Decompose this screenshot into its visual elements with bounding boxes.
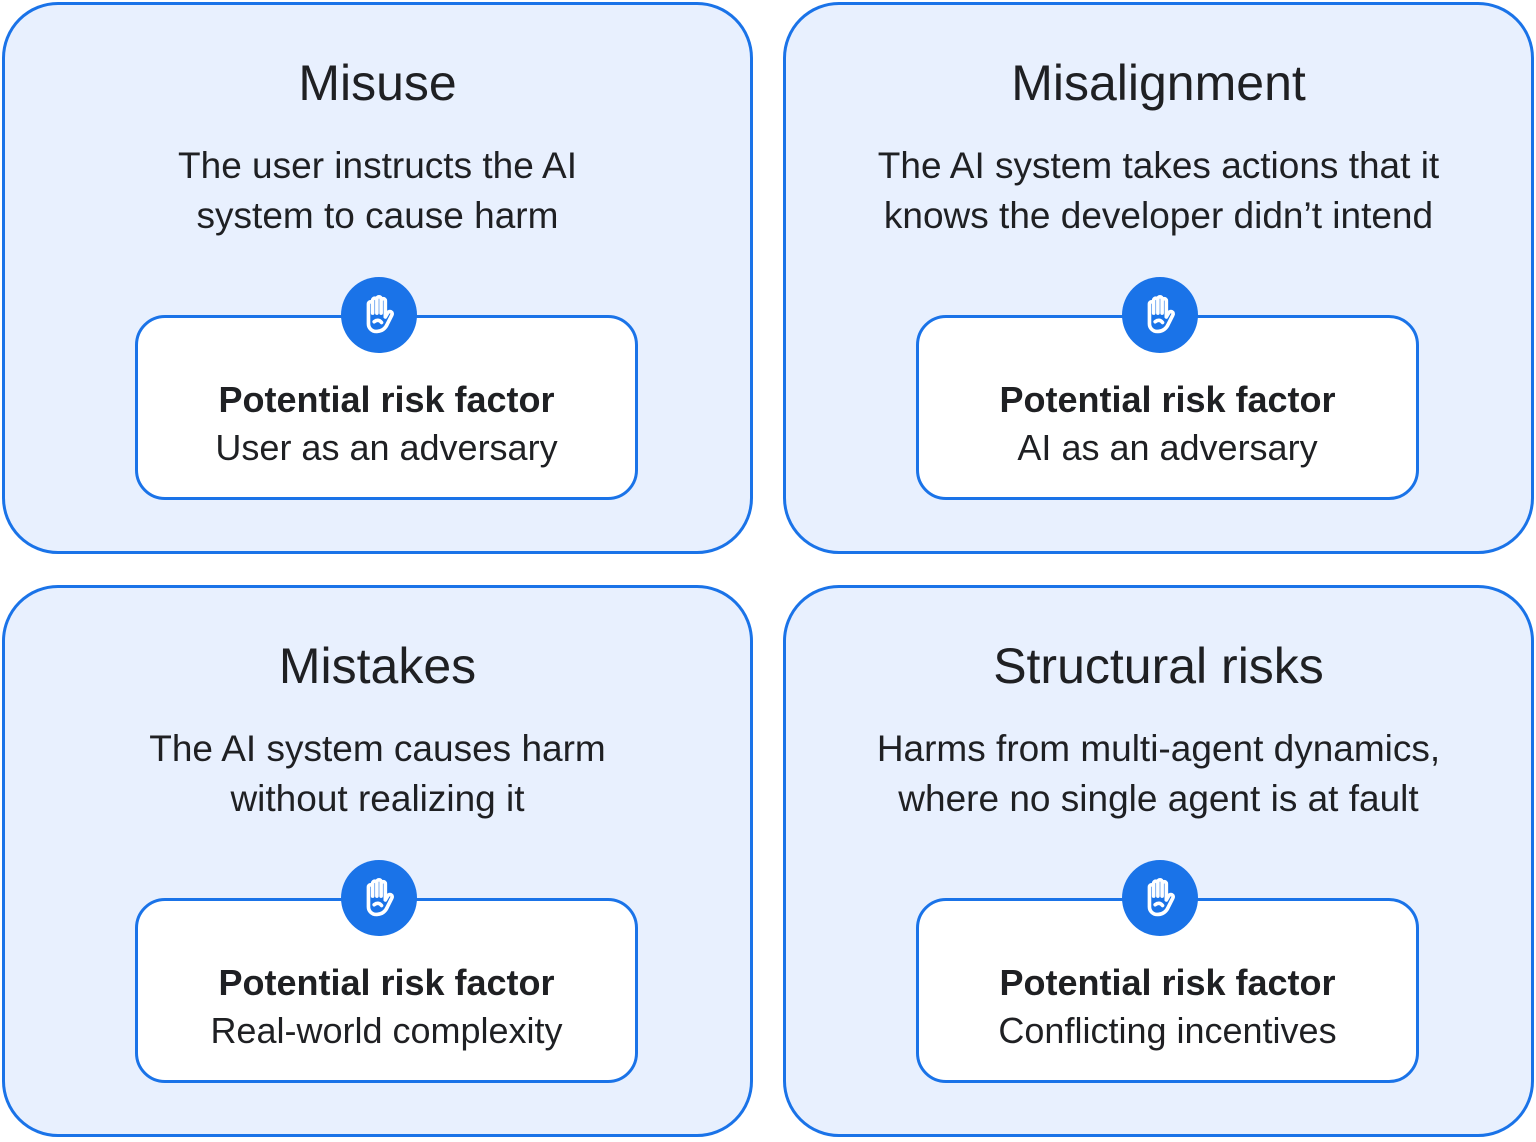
panel-description: The user instructs the AI system to caus…: [45, 141, 710, 241]
panel-description-line: The AI system causes harm: [149, 728, 606, 769]
raised-hand-icon: [1122, 277, 1198, 353]
raised-hand-icon: [341, 860, 417, 936]
risk-factor-value: AI as an adversary: [1017, 427, 1318, 468]
risk-panel-structural-risks: Structural risks Harms from multi-agent …: [783, 585, 1534, 1137]
risk-factor-value: Real-world complexity: [210, 1010, 563, 1051]
risk-factor-label: Potential risk factor: [218, 962, 555, 1003]
raised-hand-icon: [341, 277, 417, 353]
panel-title: Mistakes: [278, 638, 477, 694]
panel-description-line: without realizing it: [230, 778, 525, 819]
panel-description-line: The AI system takes actions that it: [877, 145, 1440, 186]
risk-factor-value: User as an adversary: [215, 427, 558, 468]
panel-description-line: where no single agent is at fault: [898, 778, 1419, 819]
risk-factor-label: Potential risk factor: [999, 379, 1336, 420]
panel-description: The AI system takes actions that it know…: [826, 141, 1491, 241]
panel-title: Misalignment: [1011, 55, 1306, 111]
panel-title: Misuse: [298, 55, 457, 111]
risk-panel-misuse: Misuse The user instructs the AI system …: [2, 2, 753, 554]
panel-description-line: knows the developer didn’t intend: [883, 195, 1434, 236]
panel-description-line: The user instructs the AI: [178, 145, 577, 186]
panel-description: The AI system causes harm without realiz…: [45, 724, 710, 824]
risk-factor-label: Potential risk factor: [999, 962, 1336, 1003]
risk-factor-value: Conflicting incentives: [998, 1010, 1337, 1051]
panel-title: Structural risks: [993, 638, 1324, 694]
panel-description: Harms from multi-agent dynamics, where n…: [826, 724, 1491, 824]
risk-panel-mistakes: Mistakes The AI system causes harm witho…: [2, 585, 753, 1137]
panel-description-line: system to cause harm: [196, 195, 559, 236]
raised-hand-icon: [1122, 860, 1198, 936]
panel-description-line: Harms from multi-agent dynamics,: [876, 728, 1441, 769]
risk-panel-misalignment: Misalignment The AI system takes actions…: [783, 2, 1534, 554]
risk-factor-label: Potential risk factor: [218, 379, 555, 420]
